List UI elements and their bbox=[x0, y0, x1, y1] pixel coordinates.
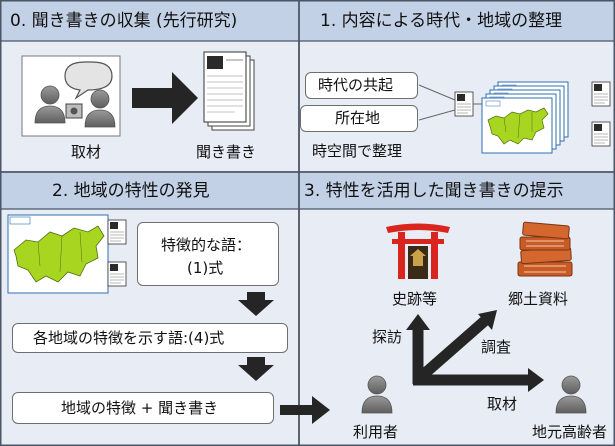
user-label: 利用者 bbox=[353, 423, 399, 441]
visit-label: 探訪 bbox=[372, 328, 403, 346]
document-icon bbox=[591, 81, 611, 107]
era-cooccurrence-box: 時代の共起 bbox=[305, 72, 418, 99]
header-bar-2 bbox=[0, 173, 298, 209]
kikigaki-document-stack-icon bbox=[203, 51, 255, 131]
region-plus-kikigaki-box: 地域の特徴 + 聞き書き bbox=[12, 392, 274, 424]
historic-site-label: 史跡等 bbox=[392, 290, 438, 308]
down-arrow-2 bbox=[238, 357, 274, 381]
region-map-icon bbox=[7, 214, 109, 294]
characteristic-words-box: 特徴的な語： (1)式 bbox=[137, 222, 279, 286]
spacetime-label: 時空間で整理 bbox=[312, 142, 403, 160]
document-icon bbox=[454, 91, 474, 117]
document-icon bbox=[107, 261, 127, 287]
header-bar-1 bbox=[300, 0, 615, 41]
arrow-to-user bbox=[280, 396, 330, 424]
panel-1-title: 1. 内容による時代・地域の整理 bbox=[320, 11, 563, 31]
elder-label: 地元高齢者 bbox=[532, 423, 608, 441]
panel-0-title: 0. 聞き書きの収集 (先行研究) bbox=[10, 11, 238, 31]
interview-label: 取材 bbox=[71, 143, 102, 161]
interview-label-p3: 取材 bbox=[487, 395, 518, 413]
torii-shrine-icon bbox=[386, 223, 450, 279]
location-box: 所在地 bbox=[300, 105, 418, 132]
panel-2-title: 2. 地域の特性の発見 bbox=[52, 181, 210, 201]
arrow-to-docs bbox=[419, 313, 492, 380]
document-icon bbox=[591, 121, 611, 147]
speech-bubble bbox=[64, 61, 113, 100]
research-label: 調査 bbox=[481, 338, 512, 356]
down-arrow-1 bbox=[238, 292, 274, 316]
books-stack-icon bbox=[517, 221, 573, 277]
header-bar-3 bbox=[300, 173, 615, 209]
map-stack-icon bbox=[481, 81, 569, 154]
header-bar-0 bbox=[0, 0, 298, 41]
kikigaki-label: 聞き書き bbox=[196, 143, 257, 161]
region-words-box: 各地域の特徴を示す語:(4)式 bbox=[12, 323, 288, 353]
local-documents-label: 郷土資料 bbox=[508, 290, 569, 308]
panel-3-title: 3. 特性を活用した聞き書きの提示 bbox=[304, 181, 564, 201]
arrow-to-kikigaki bbox=[132, 72, 198, 124]
document-icon bbox=[107, 219, 127, 245]
